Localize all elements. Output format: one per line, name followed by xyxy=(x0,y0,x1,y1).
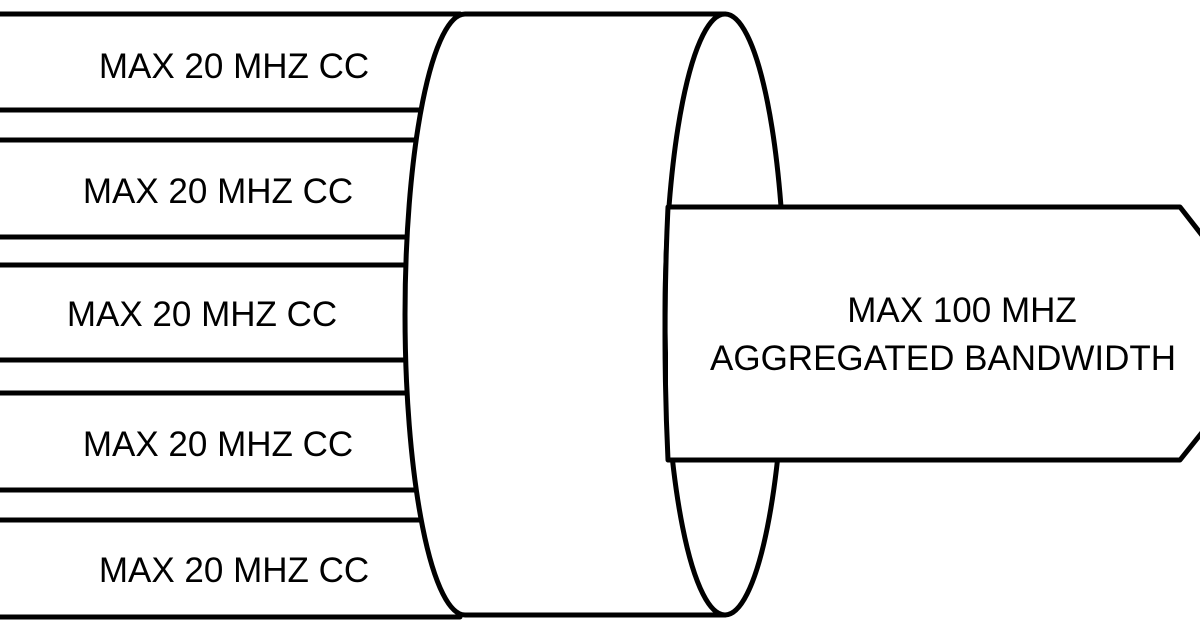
channel-label-3: MAX 20 MHZ CC xyxy=(67,295,337,334)
output-label-line-1: MAX 100 MHZ xyxy=(847,291,1077,330)
component-carrier-band-5 xyxy=(0,517,463,620)
component-carrier-bands xyxy=(0,11,463,620)
aggregation-cylinder xyxy=(402,11,790,618)
channel-label-4: MAX 20 MHZ CC xyxy=(83,425,353,464)
channel-label-1: MAX 20 MHZ CC xyxy=(99,47,369,86)
cylinder-body xyxy=(402,11,728,618)
output-labels: MAX 100 MHZ AGGREGATED BANDWIDTH xyxy=(710,291,1176,378)
aggregated-band-entry-edge xyxy=(662,204,671,463)
channel-label-2: MAX 20 MHZ CC xyxy=(83,172,353,211)
channel-labels: MAX 20 MHZ CC MAX 20 MHZ CC MAX 20 MHZ C… xyxy=(67,47,369,590)
channel-label-5: MAX 20 MHZ CC xyxy=(99,551,369,590)
aggregated-band-front-edges xyxy=(668,204,790,463)
aggregated-band-front xyxy=(668,209,790,458)
output-label-line-2: AGGREGATED BANDWIDTH xyxy=(710,339,1176,378)
